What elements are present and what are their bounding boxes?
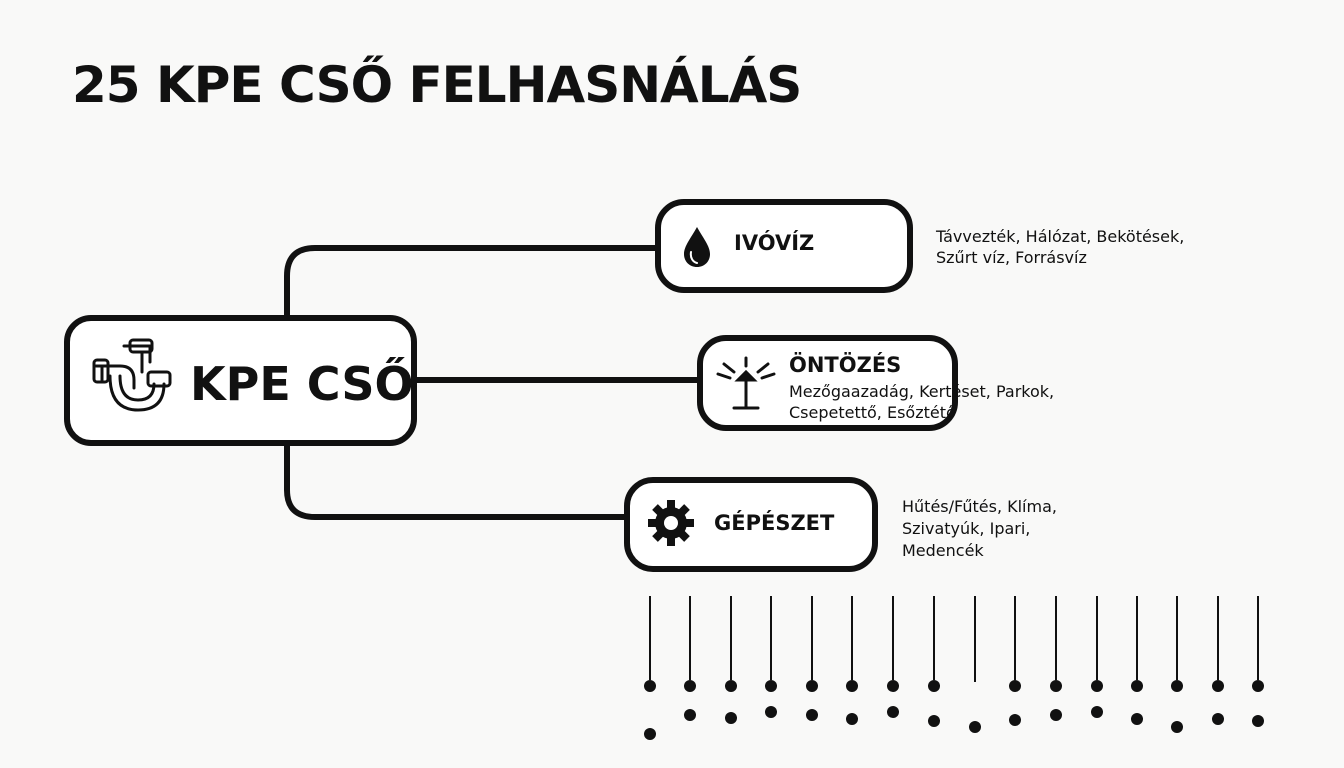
drip-dot — [806, 680, 818, 692]
branch-gepeszet: GÉPÉSZET Hűtés/Fűtés, Klíma, Szivatyúk, … — [624, 477, 1057, 572]
branch-detail-ivoviz-1: Távvezték, Hálózat, Bekötések, — [935, 227, 1184, 246]
branch-box-ontozes — [697, 335, 958, 431]
drip-dot — [725, 680, 737, 692]
root-box — [64, 315, 417, 446]
drip-dot — [684, 709, 696, 721]
drip-dot — [1091, 706, 1103, 718]
drip-dot — [644, 680, 656, 692]
branch-box-ivoviz — [655, 199, 913, 293]
branch-label-gepeszet: GÉPÉSZET — [714, 510, 835, 535]
drip-dot — [684, 680, 696, 692]
page-title: 25 KPE CSŐ FELHASNÁLÁS — [72, 55, 801, 114]
drip-decoration — [644, 596, 1264, 740]
drip-dot — [1131, 680, 1143, 692]
gear-icon — [648, 500, 694, 546]
drip-dot — [765, 680, 777, 692]
branch-detail-ontozes-2: Csepetettő, Esőztétő — [789, 403, 956, 422]
branch-label-ivoviz: IVÓVÍZ — [734, 230, 814, 255]
drip-dot — [1050, 680, 1062, 692]
drip-dot — [1171, 721, 1183, 733]
connector-gepeszet — [284, 441, 631, 520]
branch-ontozes: ÖNTÖZÉS Mezőgaazadág, Kertéset, Parkok, … — [697, 335, 1054, 431]
drip-dot — [1252, 680, 1264, 692]
drip-dot — [644, 728, 656, 740]
branch-detail-ivoviz-2: Szűrt víz, Forrásvíz — [936, 248, 1087, 267]
root-label: KPE CSŐ — [190, 357, 414, 411]
drip-dot — [846, 680, 858, 692]
connector-ivoviz — [284, 245, 663, 321]
water-drop-icon — [684, 227, 710, 267]
connectors — [284, 245, 709, 520]
branch-box-gepeszet — [624, 477, 878, 572]
branch-detail-ontozes-1: Mezőgaazadág, Kertéset, Parkok, — [789, 382, 1054, 401]
drip-dot — [806, 709, 818, 721]
drip-dot — [887, 680, 899, 692]
drip-dot — [928, 680, 940, 692]
drip-dot — [969, 721, 981, 733]
pipe-fitting-icon — [92, 338, 172, 412]
drip-dot — [887, 706, 899, 718]
drip-dot — [846, 713, 858, 725]
drip-dot — [725, 712, 737, 724]
branch-detail-gepeszet-1: Hűtés/Fűtés, Klíma, — [902, 497, 1057, 516]
drip-dot — [1009, 714, 1021, 726]
drip-dot — [765, 706, 777, 718]
branch-ivoviz: IVÓVÍZ Távvezték, Hálózat, Bekötések, Sz… — [655, 199, 1184, 293]
branch-detail-gepeszet-2: Szivatyúk, Ipari, — [902, 519, 1030, 538]
drip-dot — [1171, 680, 1183, 692]
sprinkler-icon — [716, 356, 776, 410]
drip-dot — [928, 715, 940, 727]
branch-label-ontozes: ÖNTÖZÉS — [789, 352, 901, 377]
drip-dot — [1050, 709, 1062, 721]
drip-dot — [1009, 680, 1021, 692]
drip-dot — [1091, 680, 1103, 692]
drip-dot — [1212, 713, 1224, 725]
drip-dot — [1212, 680, 1224, 692]
branch-detail-gepeszet-3: Medencék — [902, 541, 984, 560]
root-node: KPE CSŐ — [64, 315, 417, 446]
drip-dot — [1252, 715, 1264, 727]
drip-dot — [1131, 713, 1143, 725]
